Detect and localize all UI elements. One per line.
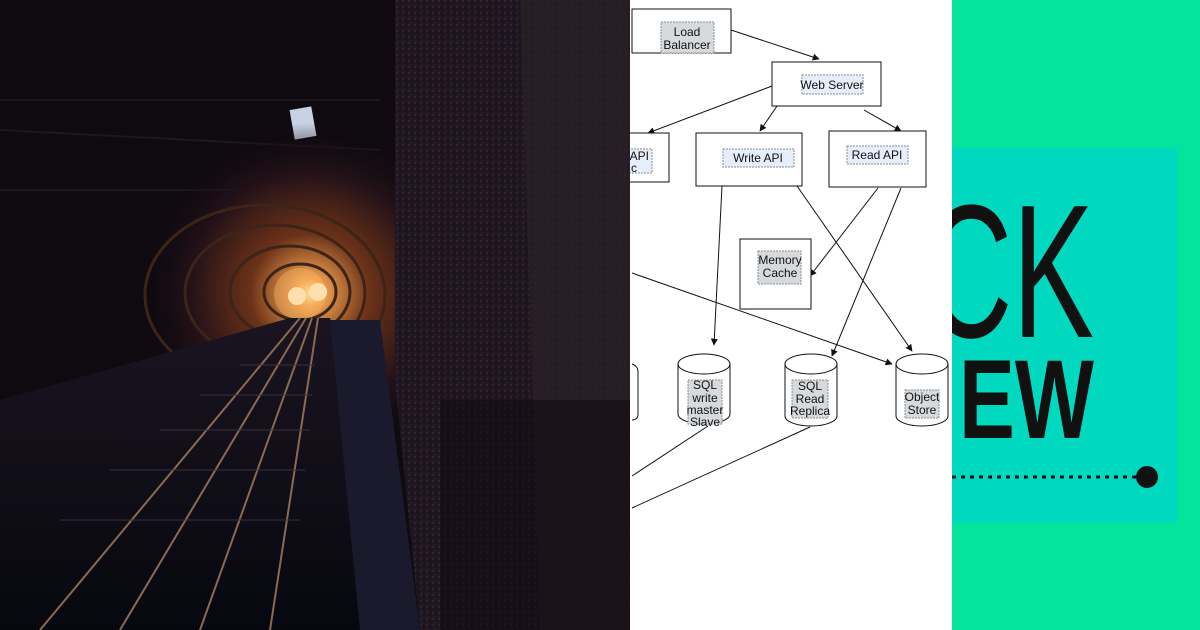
object-store-label-1: Object xyxy=(905,390,940,404)
edge-webserver-to-partial-api xyxy=(647,85,773,135)
sql-replica-label-3: Replica xyxy=(790,404,830,418)
teal-block xyxy=(952,148,1177,523)
node-write-api: Write API xyxy=(695,132,803,187)
edge-read-api-to-memory-cache xyxy=(809,187,879,277)
partial-api-label-2: c xyxy=(631,161,637,175)
edge-webserver-to-write-api xyxy=(759,105,778,132)
node-memory-cache: Memory Cache xyxy=(739,238,812,310)
node-web-server: Web Server xyxy=(771,61,882,107)
edge-partial-to-object-store xyxy=(631,272,893,366)
edge-write-api-to-sql-write xyxy=(710,185,723,346)
sql-write-label-4: Slave xyxy=(690,415,720,429)
node-partial-api: API c xyxy=(630,132,670,183)
diagram-edges xyxy=(631,29,913,509)
rails xyxy=(39,317,319,630)
load-balancer-label-1: Load xyxy=(674,25,701,39)
architecture-diagram: Load Balancer Web Server API c Write API… xyxy=(630,0,952,630)
memory-cache-label-2: Cache xyxy=(763,266,798,280)
rail-ties xyxy=(60,364,315,521)
diagram-canvas: Load Balancer Web Server API c Write API… xyxy=(630,8,949,509)
sql-write-label-3: master xyxy=(687,403,724,417)
edge-write-api-to-object-store xyxy=(796,185,913,352)
node-partial-cylinder xyxy=(631,363,639,421)
node-sql-read-replica: SQL Read Replica xyxy=(784,353,838,427)
brand-canvas: CK EW xyxy=(952,0,1200,630)
timeline-endpoint-dot xyxy=(1136,466,1158,488)
edge-sql-replica-out xyxy=(631,426,811,509)
wall-base xyxy=(440,400,630,630)
node-read-api: Read API xyxy=(828,130,927,188)
memory-cache-label-1: Memory xyxy=(758,253,801,267)
sql-replica-label-1: SQL xyxy=(798,379,822,393)
brand-text-top: CK xyxy=(952,166,1094,378)
read-api-label: Read API xyxy=(852,148,903,162)
edge-read-api-to-sql-replica xyxy=(831,187,902,357)
load-balancer-label-2: Balancer xyxy=(663,38,710,52)
partial-api-label-1: API xyxy=(630,149,649,163)
platform-edge xyxy=(330,320,420,630)
edge-sql-write-out xyxy=(631,425,709,477)
train-headlights xyxy=(274,268,327,320)
web-server-label: Web Server xyxy=(800,78,863,92)
node-object-store: Object Store xyxy=(895,353,949,427)
tunnel-photo xyxy=(0,0,630,630)
sql-replica-label-2: Read xyxy=(796,392,825,406)
tunnel-illustration xyxy=(0,0,630,630)
brand-graphic: CK EW xyxy=(952,0,1200,630)
sql-write-label-2: write xyxy=(691,391,718,405)
node-sql-write-master: SQL write master Slave xyxy=(677,353,731,429)
edge-lb-to-webserver xyxy=(730,29,820,61)
edge-webserver-to-read-api xyxy=(863,109,902,132)
brand-text-bottom: EW xyxy=(959,337,1094,462)
object-store-label-2: Store xyxy=(908,403,937,417)
write-api-label: Write API xyxy=(733,151,783,165)
node-load-balancer: Load Balancer xyxy=(631,8,732,54)
sql-write-label-1: SQL xyxy=(693,378,717,392)
